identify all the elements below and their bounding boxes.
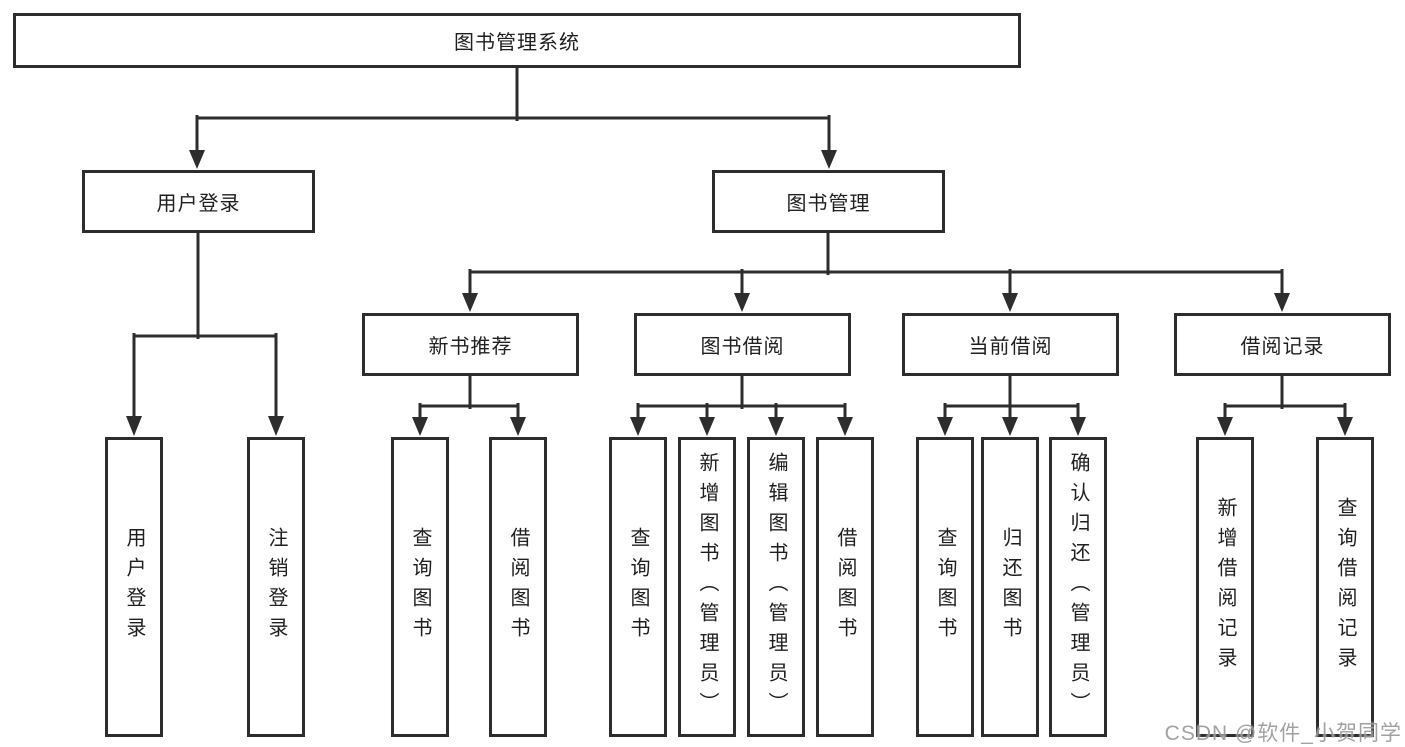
arrowhead-icon <box>937 417 953 436</box>
arrowhead-icon <box>510 417 526 436</box>
arrowhead-icon <box>1002 293 1018 312</box>
leaf-query-books-borrowing: 查询图书 <box>609 437 667 737</box>
leaf-query-books-current: 查询图书 <box>916 437 974 737</box>
arrowhead-icon <box>412 417 428 436</box>
connector-current-borrowing-to-leaves <box>937 374 1086 436</box>
arrowhead-icon <box>1337 417 1353 436</box>
node-current-borrowing: 当前借阅 <box>902 313 1119 376</box>
leaf-confirm-return-admin: 确认归还（管理员） <box>1049 437 1107 737</box>
connector-book-management-to-level3 <box>462 232 1290 312</box>
leaf-logout: 注销登录 <box>247 437 305 737</box>
arrowhead-icon <box>821 150 837 169</box>
arrowhead-icon <box>1070 417 1086 436</box>
leaf-add-books-admin: 新增图书（管理员） <box>678 437 736 737</box>
leaf-query-borrow-record: 查询借阅记录 <box>1316 437 1374 737</box>
connector-book-borrowing-to-leaves <box>630 374 853 436</box>
arrowhead-icon <box>768 417 784 436</box>
arrowhead-icon <box>1002 417 1018 436</box>
leaf-query-books-recommend: 查询图书 <box>391 437 449 737</box>
connector-borrowing-records-to-leaves <box>1217 374 1353 436</box>
node-library-system: 图书管理系统 <box>13 13 1021 68</box>
arrowhead-icon <box>734 293 750 312</box>
arrowhead-icon <box>268 416 284 436</box>
node-user-login: 用户登录 <box>82 170 315 233</box>
arrowhead-icon <box>1274 293 1290 312</box>
connector-user-login-to-leaves <box>126 230 284 436</box>
leaf-return-books: 归还图书 <box>981 437 1039 737</box>
connector-root-to-level2 <box>189 66 837 169</box>
arrowhead-icon <box>126 416 142 436</box>
leaf-add-borrow-record: 新增借阅记录 <box>1196 437 1254 737</box>
leaf-borrow-books-recommend: 借阅图书 <box>489 437 547 737</box>
leaf-edit-books-admin: 编辑图书（管理员） <box>747 437 805 737</box>
arrowhead-icon <box>1217 417 1233 436</box>
arrowhead-icon <box>699 417 715 436</box>
csdn-watermark: CSDN @软件_小贺同学 <box>1164 722 1402 745</box>
arrowhead-icon <box>630 417 646 436</box>
arrowhead-icon <box>462 293 478 312</box>
leaf-borrow-books-borrowing: 借阅图书 <box>816 437 874 737</box>
node-book-management: 图书管理 <box>712 170 945 233</box>
node-borrowing-records: 借阅记录 <box>1174 313 1391 376</box>
arrowhead-icon <box>189 150 205 169</box>
arrowhead-icon <box>837 417 853 436</box>
leaf-user-login: 用户登录 <box>105 437 163 737</box>
connector-new-book-recommendation-to-leaves <box>412 374 526 436</box>
node-new-book-recommendation: 新书推荐 <box>362 313 579 376</box>
node-book-borrowing: 图书借阅 <box>634 313 851 376</box>
